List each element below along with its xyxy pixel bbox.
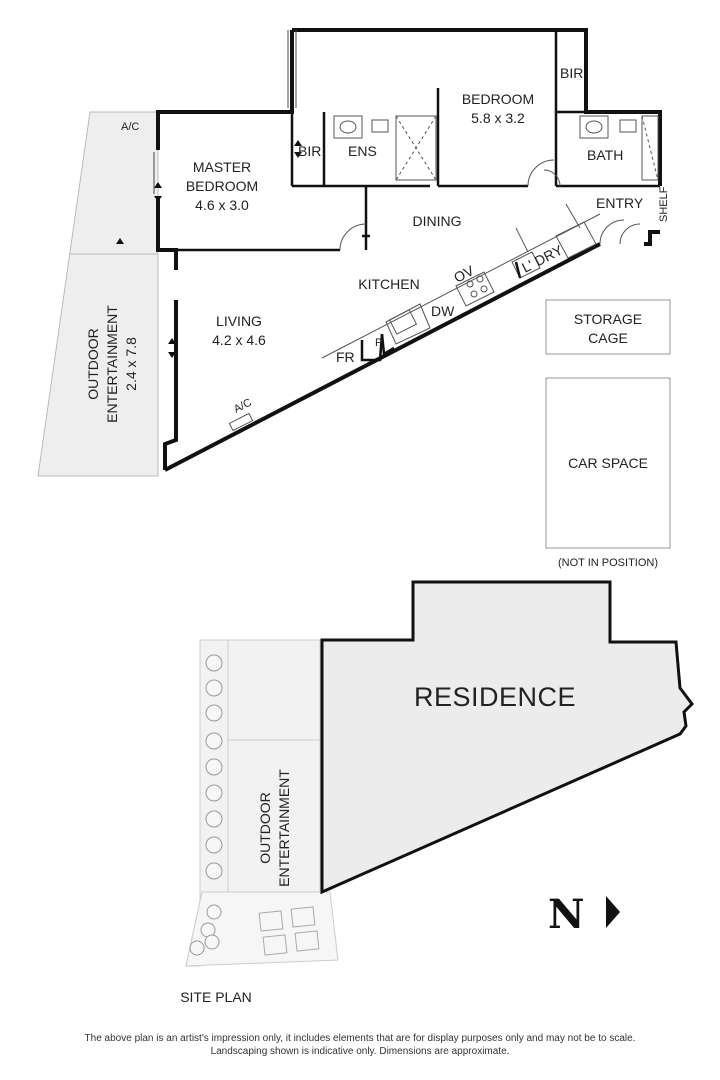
living-size: 4.2 x 4.6 <box>212 332 266 348</box>
bedroom-size: 5.8 x 3.2 <box>471 110 525 126</box>
site-plan-title: SITE PLAN <box>180 989 252 1005</box>
bir-master-label: BIR <box>298 143 321 159</box>
site-pavers <box>258 906 320 956</box>
windows <box>153 30 297 194</box>
ac-unit-living <box>228 412 254 432</box>
kitchen-label: KITCHEN <box>358 276 419 292</box>
interior-walls <box>158 30 660 252</box>
site-outdoor-label-group: OUTDOOR ENTERTAINMENT <box>257 769 292 887</box>
north-arrow-icon <box>606 896 620 928</box>
disclaimer-line-2: Landscaping shown is indicative only. Di… <box>210 1046 510 1057</box>
bedroom-label: BEDROOM <box>462 91 534 107</box>
living-label: LIVING <box>216 313 262 329</box>
site-shrubs <box>189 654 223 956</box>
car-space-label: CAR SPACE <box>568 455 648 471</box>
direction-markers <box>116 140 302 358</box>
svg-text:OUTDOOR: OUTDOOR <box>257 792 273 864</box>
dining-label: DINING <box>413 213 462 229</box>
residence-footprint <box>320 580 694 895</box>
master-bedroom-label-2: BEDROOM <box>186 178 258 194</box>
dw-label: DW <box>431 303 455 319</box>
door-swings <box>339 159 641 253</box>
bathroom-fixtures <box>333 115 659 181</box>
site-courtyard <box>185 891 339 967</box>
storage-cage-label-2: CAGE <box>588 330 628 346</box>
master-bedroom-label: MASTER <box>193 159 251 175</box>
car-space-note: (NOT IN POSITION) <box>558 557 658 569</box>
svg-text:ENTERTAINMENT: ENTERTAINMENT <box>104 305 120 423</box>
storage-cage-label: STORAGE <box>574 311 642 327</box>
bir-bedroom-label: BIR <box>560 65 583 81</box>
disclaimer-line-1: The above plan is an artist's impression… <box>84 1033 636 1044</box>
svg-text:OUTDOOR: OUTDOOR <box>85 328 101 400</box>
outdoor-entertainment-area <box>37 111 159 477</box>
ens-label: ENS <box>348 143 377 159</box>
laundry-label: L' DRY <box>519 241 566 275</box>
outdoor-label-group: OUTDOOR ENTERTAINMENT 2.4 x 7.8 <box>85 305 139 423</box>
north-label: N <box>548 891 585 938</box>
storage-cage-outline <box>545 299 671 355</box>
ac-living-label: A/C <box>232 397 254 416</box>
bath-label: BATH <box>587 147 623 163</box>
master-bedroom-size: 4.6 x 3.0 <box>195 197 249 213</box>
ov-label: OV <box>451 262 477 286</box>
svg-text:ENTERTAINMENT: ENTERTAINMENT <box>276 769 292 887</box>
shelf-label: SHELF <box>658 186 670 222</box>
svg-text:2.4 x 7.8: 2.4 x 7.8 <box>123 337 139 391</box>
fr-label: FR <box>336 349 355 365</box>
pantry-label: P <box>375 337 382 349</box>
exterior-walls <box>156 28 662 472</box>
residence-label: RESIDENCE <box>414 682 576 712</box>
fridge-pantry-walls <box>360 261 522 362</box>
ac-top-label: A/C <box>121 121 139 133</box>
entry-label: ENTRY <box>596 195 644 211</box>
kitchen-bench <box>321 213 601 359</box>
site-outdoor-area <box>227 639 321 893</box>
car-space-outline <box>545 377 671 549</box>
